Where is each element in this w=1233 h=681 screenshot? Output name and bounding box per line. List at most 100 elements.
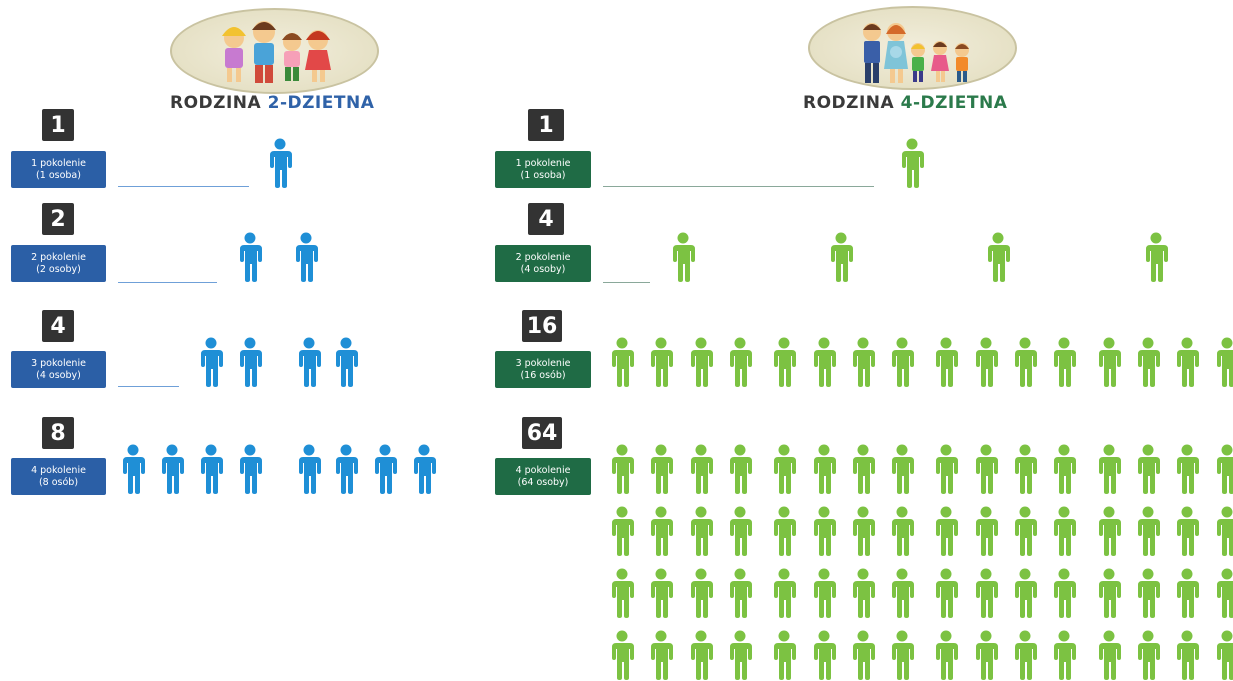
person-icon (982, 232, 1014, 282)
person-icon (970, 337, 1002, 387)
person-icon (606, 337, 638, 387)
person-icon (808, 337, 840, 387)
person-icon (1211, 506, 1233, 556)
person-icon (685, 568, 717, 618)
person-icon (1132, 337, 1164, 387)
person-icon (667, 232, 699, 282)
person-icon (724, 444, 756, 494)
generation-label: 3 pokolenie (16 osób) (495, 351, 591, 388)
person-icon (1211, 444, 1233, 494)
family-title-count: 2-DZIETNA (267, 93, 375, 113)
generation-label: 4 pokolenie (8 osób) (11, 458, 106, 495)
generation-count-badge: 2 (42, 203, 74, 235)
person-icon (886, 444, 918, 494)
family-title-prefix: RODZINA (803, 93, 901, 113)
connector-line (118, 386, 179, 387)
family-illustration (170, 8, 379, 94)
person-icon (234, 337, 266, 387)
person-icon (886, 568, 918, 618)
person-icon (808, 630, 840, 680)
person-icon (886, 337, 918, 387)
person-icon (330, 444, 362, 494)
person-icon (1171, 630, 1203, 680)
person-icon (930, 444, 962, 494)
connector-line (603, 282, 650, 283)
person-icon (685, 444, 717, 494)
generation-count-badge: 64 (522, 417, 562, 449)
generation-label: 2 pokolenie (4 osoby) (495, 245, 591, 282)
generation-count-badge: 8 (42, 417, 74, 449)
generation-count-badge: 4 (528, 203, 564, 235)
connector-line (118, 186, 249, 187)
person-icon (847, 444, 879, 494)
generation-count-badge: 1 (42, 109, 74, 141)
person-icon (724, 337, 756, 387)
person-icon (369, 444, 401, 494)
person-icon (234, 444, 266, 494)
person-icon (724, 568, 756, 618)
person-icon (195, 444, 227, 494)
four-child-family-panel: RODZINA 4-DZIETNA 1 1 pokolenie (1 osoba… (490, 0, 1233, 681)
person-icon (847, 506, 879, 556)
person-icon (645, 444, 677, 494)
person-icon (970, 630, 1002, 680)
person-icon (768, 568, 800, 618)
person-icon (606, 444, 638, 494)
person-icon (293, 444, 325, 494)
person-icon (117, 444, 149, 494)
person-icon (1211, 630, 1233, 680)
person-icon (970, 444, 1002, 494)
generation-label: 1 pokolenie (1 osoba) (495, 151, 591, 188)
person-icon (724, 630, 756, 680)
person-icon (896, 138, 928, 188)
person-icon (1140, 232, 1172, 282)
person-icon (1093, 506, 1125, 556)
person-icon (645, 337, 677, 387)
person-icon (970, 506, 1002, 556)
person-icon (293, 337, 325, 387)
two-child-family-panel: RODZINA 2-DZIETNA 1 1 pokolenie (1 osoba… (0, 0, 480, 681)
person-icon (1132, 506, 1164, 556)
person-icon (645, 630, 677, 680)
person-icon (606, 630, 638, 680)
person-icon (930, 568, 962, 618)
person-icon (1132, 630, 1164, 680)
person-icon (970, 568, 1002, 618)
person-icon (234, 232, 266, 282)
person-icon (1171, 568, 1203, 618)
generation-label: 2 pokolenie (2 osoby) (11, 245, 106, 282)
person-icon (1048, 506, 1080, 556)
person-icon (1048, 337, 1080, 387)
generation-count-badge: 1 (528, 109, 564, 141)
person-icon (606, 506, 638, 556)
person-icon (1009, 337, 1041, 387)
person-icon (930, 506, 962, 556)
person-icon (768, 630, 800, 680)
person-icon (808, 506, 840, 556)
person-icon (645, 506, 677, 556)
person-icon (808, 444, 840, 494)
person-icon (1093, 568, 1125, 618)
person-icon (685, 630, 717, 680)
person-icon (847, 630, 879, 680)
person-icon (1009, 444, 1041, 494)
person-icon (1132, 568, 1164, 618)
person-icon (1093, 630, 1125, 680)
family-title-count: 4-DZIETNA (900, 93, 1008, 113)
person-icon (1211, 568, 1233, 618)
person-icon (1093, 337, 1125, 387)
connector-line (118, 282, 217, 283)
person-icon (768, 506, 800, 556)
family-title: RODZINA 2-DZIETNA (170, 93, 374, 113)
person-icon (408, 444, 440, 494)
person-icon (930, 337, 962, 387)
family-illustration (808, 6, 1017, 90)
person-icon (1048, 568, 1080, 618)
person-icon (645, 568, 677, 618)
person-icon (886, 506, 918, 556)
connector-line (603, 186, 874, 187)
person-icon (1171, 506, 1203, 556)
family-title: RODZINA 4-DZIETNA (803, 93, 1007, 113)
person-icon (1009, 568, 1041, 618)
person-icon (195, 337, 227, 387)
